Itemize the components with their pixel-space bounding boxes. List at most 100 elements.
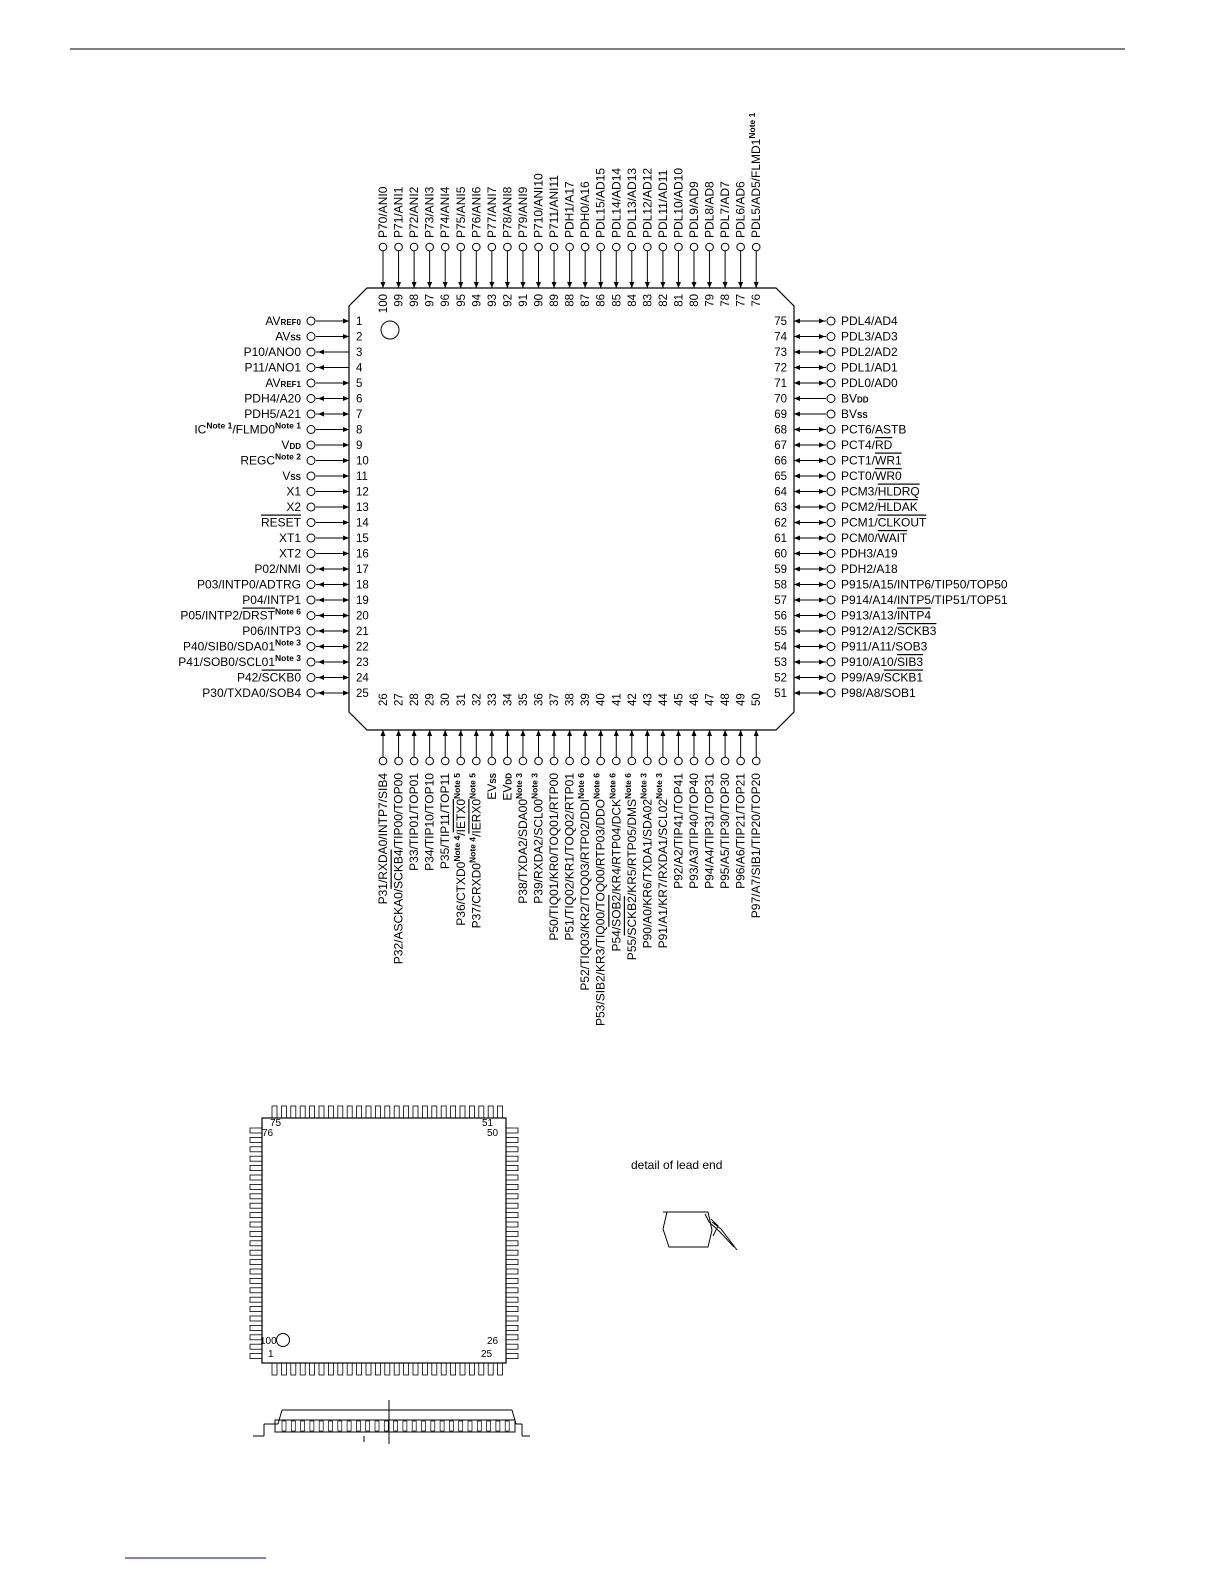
pin-label-p71-ani1: P71/ANI1 <box>392 186 406 238</box>
pin-terminal <box>549 756 559 766</box>
pin-terminal <box>627 242 637 252</box>
pin-number: 77 <box>736 294 748 307</box>
pin-label-p35-tip11-top11: P35/TIP11/TOP11 <box>438 773 452 869</box>
pin-number: 84 <box>627 293 639 306</box>
package-side-view <box>253 1400 530 1444</box>
pin-label-avref1: AVREF1 <box>265 376 301 390</box>
pin-terminal <box>705 756 714 766</box>
pin-terminal <box>720 242 730 252</box>
pin-number: 78 <box>720 294 732 307</box>
pin-terminal <box>674 242 683 252</box>
pin-number: 33 <box>487 693 499 706</box>
pin-number: 41 <box>611 693 623 706</box>
pin-84: 84 PDL13/AD13 <box>625 168 639 307</box>
pin-terminal <box>826 394 836 403</box>
pin-label-p911-a11-sob3: P911/A11/SOB3 <box>841 640 928 654</box>
pin-number: 3 <box>356 347 362 359</box>
pin-terminal <box>643 756 652 766</box>
pin-number: 94 <box>471 293 483 306</box>
pin-label-pdl13-ad13: PDL13/AD13 <box>625 168 639 238</box>
corner-label-50: 50 <box>487 1128 499 1139</box>
pin-terminal <box>306 347 316 357</box>
pin-number: 56 <box>774 611 787 623</box>
pin-number: 16 <box>356 549 369 561</box>
pin-label-p912-a12-sckb3: P912/A12/SCKB3 <box>841 624 937 638</box>
pin-label-p50-tiq01-kr0-toq01-rtp00: P50/TIQ01/KR0/TOQ01/RTP00 <box>547 773 561 941</box>
corner-label-76: 76 <box>262 1128 274 1139</box>
pin-number: 80 <box>689 294 701 307</box>
pin-number: 68 <box>774 425 787 437</box>
pin-terminal <box>503 242 512 252</box>
pin-label-pcm0-wait: PCM0/WAIT <box>841 531 908 545</box>
pin-label-vss: VSS <box>282 469 301 483</box>
pin-terminal <box>409 242 419 252</box>
pin-number: 97 <box>425 294 437 307</box>
pin-terminal <box>826 688 836 698</box>
pin-number: 28 <box>409 693 421 706</box>
pin-label-pct0-wr0: PCT0/WR0 <box>841 469 902 483</box>
pin-number: 55 <box>774 626 787 638</box>
pin-terminal <box>306 549 316 558</box>
pin-label-p10-ano0: P10/ANO0 <box>244 345 302 359</box>
pin-number: 60 <box>774 549 787 561</box>
pin-label-p73-ani3: P73/ANI3 <box>423 186 437 238</box>
pin-number: 35 <box>518 693 530 706</box>
pin-terminal <box>826 611 836 620</box>
pin-label-pdl3-ad3: PDL3/AD3 <box>841 330 898 344</box>
pin-number: 89 <box>549 294 561 307</box>
pin-terminal <box>306 425 316 434</box>
pin-terminal <box>826 657 836 667</box>
pin-97: 97 P73/ANI3 <box>423 186 437 306</box>
pin-label-p34-tip10-top10: P34/TIP10/TOP10 <box>423 773 437 871</box>
pin-label-p74-ani4: P74/ANI4 <box>438 186 452 238</box>
pin-label-p91-a1-kr7-rxda1-scl02note-3: P91/A1/KR7/RXDA1/SCL02Note 3​ <box>654 773 670 949</box>
pin-terminal <box>472 242 481 252</box>
pin-terminal <box>826 440 836 450</box>
pin-terminal <box>826 642 836 651</box>
pin-number: 85 <box>611 294 623 307</box>
pin-label-p53-sib2-kr3-tiq00-toq00-rtp03-ddonote-6: P53/SIB2/KR3/TIQ00/TOQ00/RTP03/DDONote 6… <box>592 773 608 1026</box>
pin-label-p76-ani6: P76/ANI6 <box>469 186 483 238</box>
pin-number: 42 <box>627 693 639 706</box>
pin-terminal <box>306 440 316 450</box>
pin-terminal <box>306 673 316 682</box>
pin-label-p11-ano1: P11/ANO1 <box>245 361 302 375</box>
pin-terminal <box>306 502 316 512</box>
pin-label-pcm3-hldrq: PCM3/HLDRQ <box>841 485 920 499</box>
pin-label-bvdd: BVDD <box>841 392 869 406</box>
pin-terminal <box>627 756 637 766</box>
pin-terminal <box>826 549 836 558</box>
pin-label-regcnote-2: REGCNote 2​ <box>240 452 301 468</box>
pin-number: 46 <box>689 693 701 706</box>
pin-terminal <box>720 756 730 766</box>
pin-terminal <box>736 242 745 252</box>
pin-terminal <box>674 756 683 766</box>
pin-terminal <box>826 564 836 574</box>
pin-label-p94-a4-tip31-top31: P94/A4/TIP31/TOP31 <box>703 773 717 889</box>
pin-label-p98-a8-sob1: P98/A8/SOB1 <box>841 686 916 700</box>
pin-number: 99 <box>394 294 406 307</box>
pin-number: 40 <box>596 693 608 706</box>
pin-terminal <box>826 363 836 372</box>
